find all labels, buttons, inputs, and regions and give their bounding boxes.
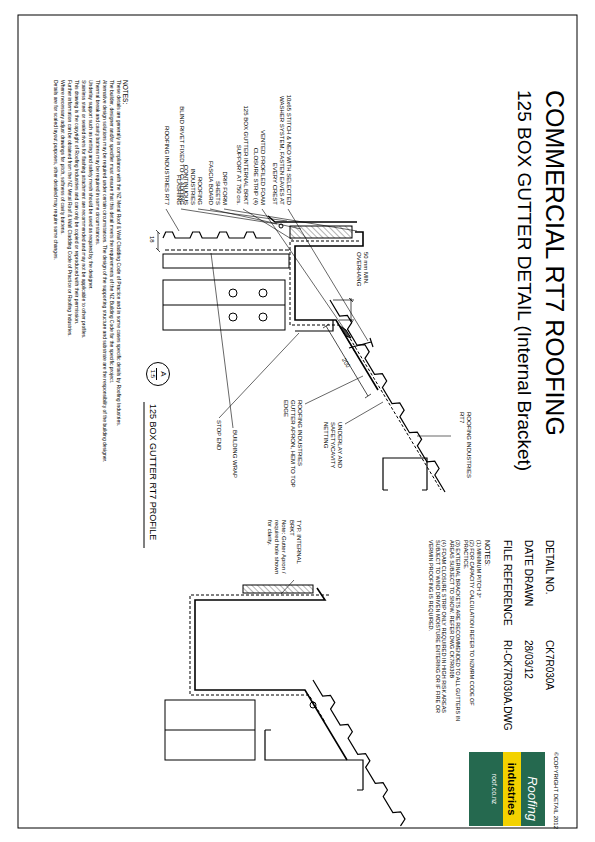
bolt — [259, 289, 267, 297]
steel-column — [163, 280, 285, 330]
building-wrap — [163, 250, 289, 251]
part-label: ROOFING INDUSTRIES GUTTER APRON, HEM TO … — [282, 400, 303, 488]
wall-cladding — [163, 232, 271, 238]
note-text: Thermal break and cavity battens may be … — [94, 80, 100, 530]
part-label: 125 BOX GUTTER INTERNAL BRKT SUPPORT AT … — [235, 95, 249, 205]
bracket-detail — [165, 585, 363, 790]
leader-lines — [166, 209, 451, 594]
dimension: 50 mm MIN. OVERHANG — [355, 252, 369, 298]
continuous-flashing — [268, 216, 357, 222]
internal-bracket — [290, 241, 359, 352]
scale-text: 1:5 — [149, 370, 156, 378]
notes-heading: NOTES: — [122, 80, 129, 104]
note-text: Stainless steel or sealed rivets for fla… — [80, 80, 86, 530]
dimension: 200 — [340, 357, 351, 369]
part-label: UNDERLAY AND SAFETY/CAVITY NETTING — [322, 422, 343, 487]
leader-lines — [345, 402, 383, 424]
note-text: Note: Gutter Apron / required hole shown… — [266, 520, 287, 578]
column-web — [163, 305, 285, 306]
part-label: STOP END — [215, 420, 222, 450]
notes-heading: NOTES: — [483, 540, 491, 566]
gutter-section — [195, 588, 347, 760]
roof-sheet — [330, 300, 445, 492]
leader-lines — [198, 209, 287, 221]
apron-dimension — [323, 324, 371, 398]
flashing-dimension — [156, 230, 160, 252]
note-text: The builder, designer and/or specifier m… — [108, 80, 114, 530]
c-purlin — [383, 458, 427, 490]
note-text: This drawing is the copyright of Roofing… — [73, 80, 79, 530]
note-text: Where necessary adjust drawings for pitc… — [59, 80, 65, 530]
part-label: ROOFING INDUSTRIES RT7 — [163, 120, 170, 205]
part-label: ROOFING INDUSTRIES RT7 — [458, 412, 472, 484]
section-title: 125 BOX GUTTER RT7 PROFILE — [148, 404, 158, 540]
part-label: FASCIA BOARD — [207, 150, 214, 205]
note-text: (1) MINIMUM PITCH 3° — [476, 540, 482, 735]
logo-url: roof.co.nz — [488, 752, 503, 826]
title-block-value: 28/03/12 — [523, 640, 535, 679]
company-logo: Roofingindustriesroof.co.nz — [469, 752, 545, 826]
drawing-subtitle: 125 BOX GUTTER DETAIL (Internal Bracket) — [513, 90, 535, 471]
drawing-title: COMMERCIAL RT7 ROOFING — [540, 90, 569, 436]
leader-lines — [166, 209, 179, 231]
note-text: (2) FOR CAPACITY CALCULATION REFER TO NZ… — [462, 540, 475, 735]
fascia-board — [243, 585, 313, 593]
title-block-field: DATE DRAWN — [523, 540, 535, 606]
leader-lines — [210, 209, 301, 229]
leader-lines — [305, 376, 363, 404]
part-label: DRIP FORM SHEETS — [214, 150, 228, 205]
note-text: Alternative design solutions may be requ… — [101, 80, 107, 530]
wall-stud — [163, 254, 289, 268]
main-detail — [144, 216, 441, 548]
bolt — [259, 313, 267, 321]
leader-lines — [181, 209, 277, 224]
part-label: BLIND RIVET FIXED TO CLADDING — [178, 95, 185, 205]
underlay — [345, 330, 441, 490]
part-label: BUILDING WRAP — [231, 430, 238, 478]
note-text: (3) EXTERNAL BRACKETS ARE RECOMMENDED TO… — [448, 540, 461, 735]
apron-hole — [310, 702, 316, 708]
note-text: Underlay support such as netting and saf… — [87, 80, 93, 530]
logo-word: industries — [503, 752, 521, 826]
note-text: Details are for scaled layout purposes, … — [52, 80, 58, 530]
part-label: 10x65 STITCH & NEO WITH SELECTED WASHER … — [271, 75, 292, 205]
bolt — [229, 289, 237, 297]
part-label: TYP. INTERNAL BRKT — [288, 520, 302, 578]
leader-lines — [417, 436, 451, 437]
leader-lines — [211, 253, 233, 428]
roof-sheet — [313, 680, 405, 826]
steel-column — [165, 700, 255, 760]
sheet-frame — [18, 15, 577, 828]
note-text: Further information can be obtained from… — [66, 80, 72, 530]
title-block-field: DETAIL NO. — [544, 540, 556, 594]
bolt — [229, 313, 237, 321]
dimension: 18 — [148, 236, 155, 243]
leader-lines — [224, 209, 357, 231]
bracket-detail — [165, 730, 255, 731]
part-label: VENTED PROFILED FOAM CLOSURE STRIP (4) — [252, 105, 266, 205]
logo-word: Roofing — [521, 752, 545, 826]
title-block-field: FILE REFERENCE — [502, 540, 514, 626]
internal-bracket — [190, 595, 329, 722]
note-text: These details are generally in complianc… — [115, 80, 121, 530]
section-underline — [144, 402, 145, 548]
title-block-value: CK7R030A — [544, 640, 556, 690]
copyright: ©COPYRIGHT DETAIL 2012 — [552, 752, 559, 829]
fastener — [349, 338, 373, 348]
section-letter: A — [156, 368, 167, 379]
note-text: (4) FOAM CLOSURE STRIP ONLY REQUIRED IN … — [428, 540, 447, 735]
rt7-profiles — [163, 232, 445, 826]
section-marker: A1:5 — [146, 362, 170, 386]
title-block-value: RI-CK7R030A.DWG — [502, 640, 514, 731]
